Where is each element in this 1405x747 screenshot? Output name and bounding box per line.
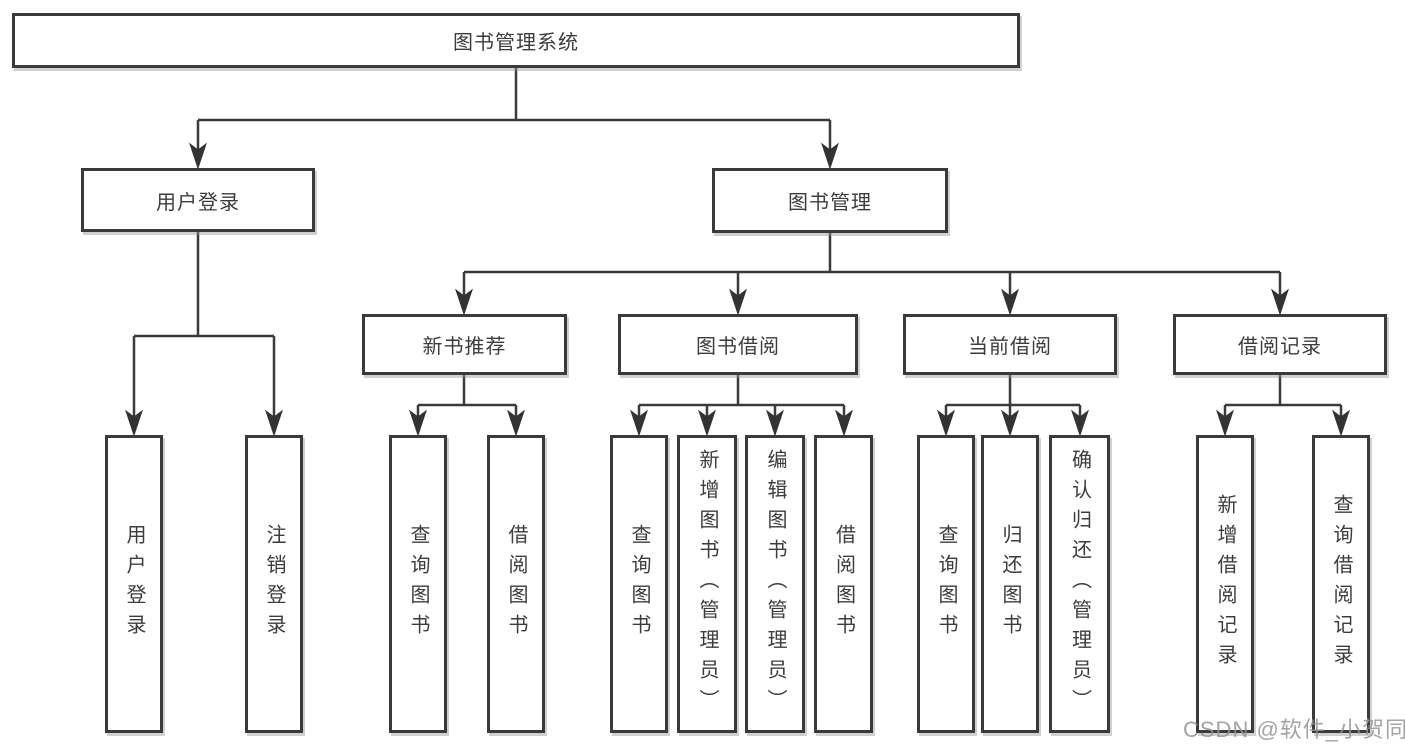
node-label: 查询图书 bbox=[407, 524, 429, 644]
node-library-management-system: 图书管理系统 bbox=[12, 13, 1020, 68]
csdn-watermark: CSDN @软件_小贺同学 bbox=[1183, 717, 1405, 742]
leaf-return-book: 归还图书 bbox=[981, 435, 1039, 733]
leaf-add-book-admin: 新增图书（管理员） bbox=[677, 435, 737, 733]
leaf-confirm-return-admin: 确认归还（管理员） bbox=[1049, 435, 1110, 733]
node-label: 新增图书（管理员） bbox=[696, 449, 718, 719]
node-label: 图书管理系统 bbox=[453, 32, 579, 54]
node-label: 图书管理 bbox=[788, 192, 872, 214]
connector-current-to-leaves bbox=[944, 375, 1082, 419]
leaf-borrow-books-borrowing: 借阅图书 bbox=[814, 435, 873, 733]
node-borrowing-records: 借阅记录 bbox=[1173, 314, 1387, 375]
connector-userlogin-to-leaves bbox=[132, 232, 276, 419]
leaf-query-books-current: 查询图书 bbox=[917, 435, 975, 733]
node-book-management: 图书管理 bbox=[712, 168, 948, 233]
leaf-edit-book-admin: 编辑图书（管理员） bbox=[745, 435, 805, 733]
leaf-add-borrowing-record: 新增借阅记录 bbox=[1196, 435, 1254, 733]
leaf-query-borrowing-record: 查询借阅记录 bbox=[1312, 435, 1370, 733]
node-label: 查询图书 bbox=[628, 524, 650, 644]
node-label: 借阅图书 bbox=[832, 524, 855, 644]
leaf-query-books-borrowing: 查询图书 bbox=[610, 435, 668, 733]
connector-borrow-to-leaves bbox=[637, 375, 846, 419]
node-label: 当前借阅 bbox=[968, 336, 1052, 358]
node-label: 注销登录 bbox=[263, 524, 285, 644]
connector-root-to-level2 bbox=[196, 68, 832, 150]
node-label: 确认归还（管理员） bbox=[1068, 449, 1091, 719]
node-new-book-recommendation: 新书推荐 bbox=[362, 314, 567, 375]
node-label: 编辑图书（管理员） bbox=[764, 449, 786, 719]
node-user-login: 用户登录 bbox=[81, 168, 315, 232]
arrowheads bbox=[125, 142, 1350, 437]
connector-bookmgmt-to-level3 bbox=[462, 233, 1282, 298]
node-label: 新书推荐 bbox=[422, 336, 507, 358]
node-label: 归还图书 bbox=[999, 524, 1021, 644]
leaf-user-login: 用户登录 bbox=[105, 435, 163, 733]
connector-newbook-to-leaves bbox=[416, 375, 518, 419]
node-book-borrowing: 图书借阅 bbox=[618, 314, 858, 375]
connector-records-to-leaves bbox=[1223, 375, 1343, 419]
node-label: 借阅图书 bbox=[505, 524, 527, 644]
leaf-query-books-recommend: 查询图书 bbox=[389, 435, 447, 733]
node-current-borrowing: 当前借阅 bbox=[903, 314, 1117, 375]
node-label: 新增借阅记录 bbox=[1214, 494, 1236, 674]
node-label: 图书借阅 bbox=[696, 336, 780, 358]
leaf-borrow-books-recommend: 借阅图书 bbox=[487, 435, 545, 733]
node-label: 用户登录 bbox=[123, 524, 145, 644]
leaf-logout-login: 注销登录 bbox=[245, 435, 303, 733]
node-label: 查询借阅记录 bbox=[1330, 494, 1352, 674]
node-label: 查询图书 bbox=[935, 524, 957, 644]
node-label: 用户登录 bbox=[156, 191, 240, 214]
node-label: 借阅记录 bbox=[1238, 336, 1322, 358]
